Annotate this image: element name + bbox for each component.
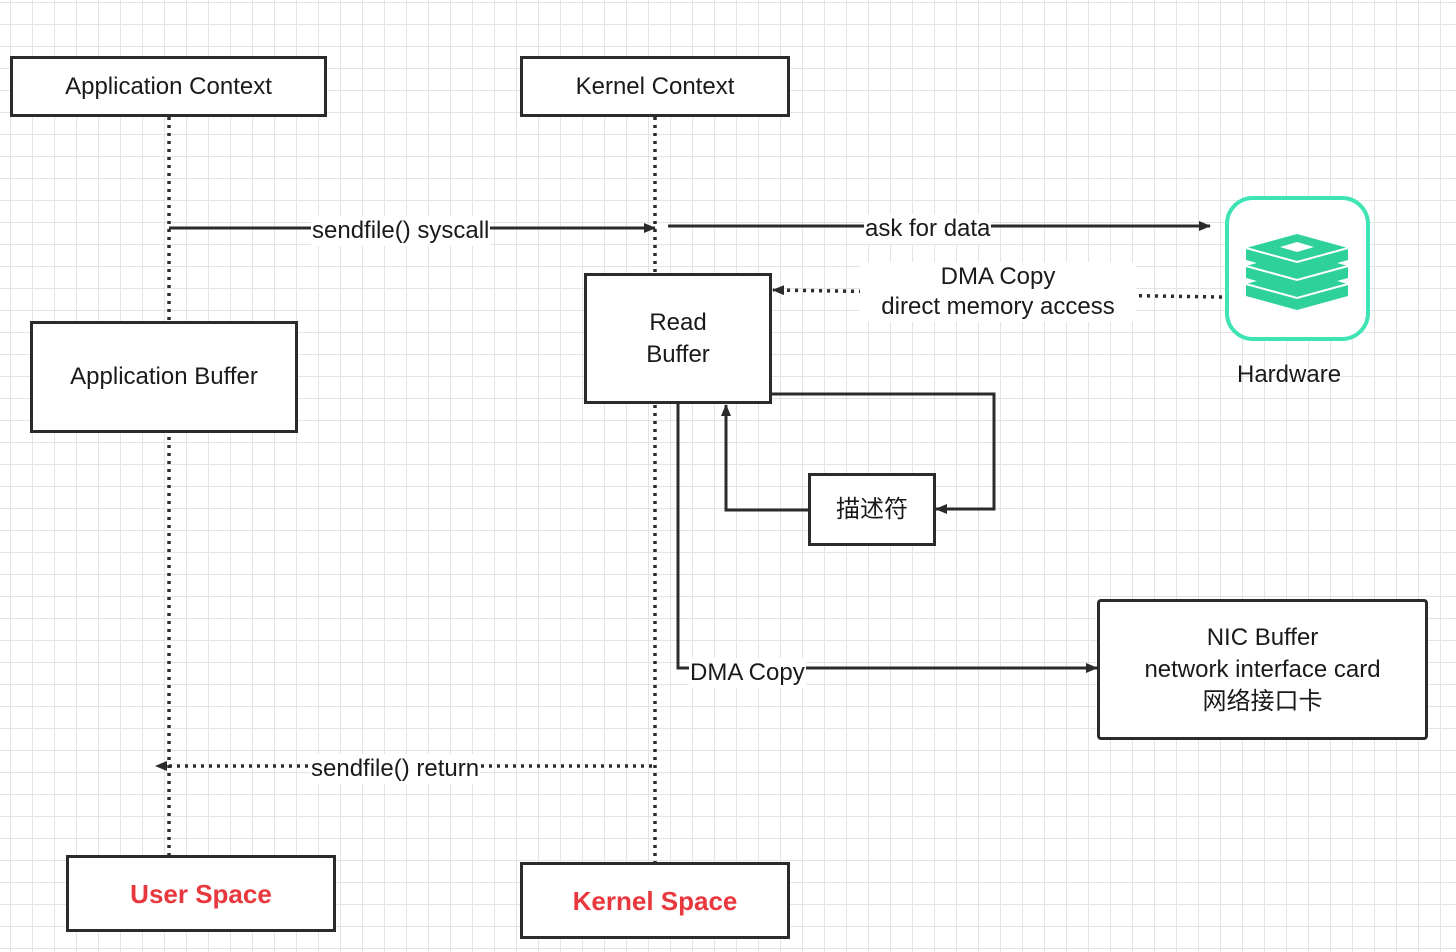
read-buffer-box: Read Buffer — [584, 273, 772, 404]
nic-buffer-box: NIC Buffer network interface card 网络接口卡 — [1097, 599, 1428, 740]
nic-buffer-label-line1: NIC Buffer — [1206, 623, 1319, 651]
descriptor-to-read-buffer-arrow — [721, 404, 810, 512]
read-buffer-to-descriptor-arrow — [770, 392, 996, 514]
kernel-space-box: Kernel Space — [520, 862, 790, 939]
nic-buffer-label-line2: network interface card — [1144, 655, 1381, 683]
user-space-box: User Space — [66, 855, 336, 932]
app-buffer-label: Application Buffer — [70, 363, 258, 390]
read-buffer-label-line2: Buffer — [646, 340, 710, 368]
nic-buffer-label-line3: 网络接口卡 — [1202, 687, 1323, 715]
sendfile-return-label: sendfile() return — [310, 754, 481, 784]
kernel-context-label: Kernel Context — [575, 72, 735, 100]
ask-for-data-label: ask for data — [864, 214, 992, 244]
dma-copy-in-label-line1: DMA Copy — [940, 263, 1056, 290]
app-context-label: Application Context — [65, 72, 272, 100]
dma-copy-in-label-line2: direct memory access — [881, 293, 1115, 320]
app-buffer-box: Application Buffer — [30, 321, 298, 433]
kernel-context-box: Kernel Context — [520, 56, 790, 117]
descriptor-box: 描述符 — [808, 473, 936, 546]
dma-copy-in-label: DMA Copy direct memory access — [860, 262, 1136, 322]
app-context-box: Application Context — [10, 56, 327, 117]
descriptor-label: 描述符 — [836, 495, 908, 523]
read-buffer-label-line1: Read — [649, 308, 707, 336]
redis-stack-icon — [1225, 196, 1370, 341]
sendfile-syscall-label: sendfile() syscall — [311, 216, 491, 246]
user-space-label: User Space — [130, 878, 272, 909]
dma-copy-out-label: DMA Copy — [689, 658, 806, 688]
kernel-space-label: Kernel Space — [572, 885, 738, 916]
dma-copy-out-arrow — [676, 404, 1098, 673]
hardware-label: Hardware — [1237, 361, 1342, 388]
